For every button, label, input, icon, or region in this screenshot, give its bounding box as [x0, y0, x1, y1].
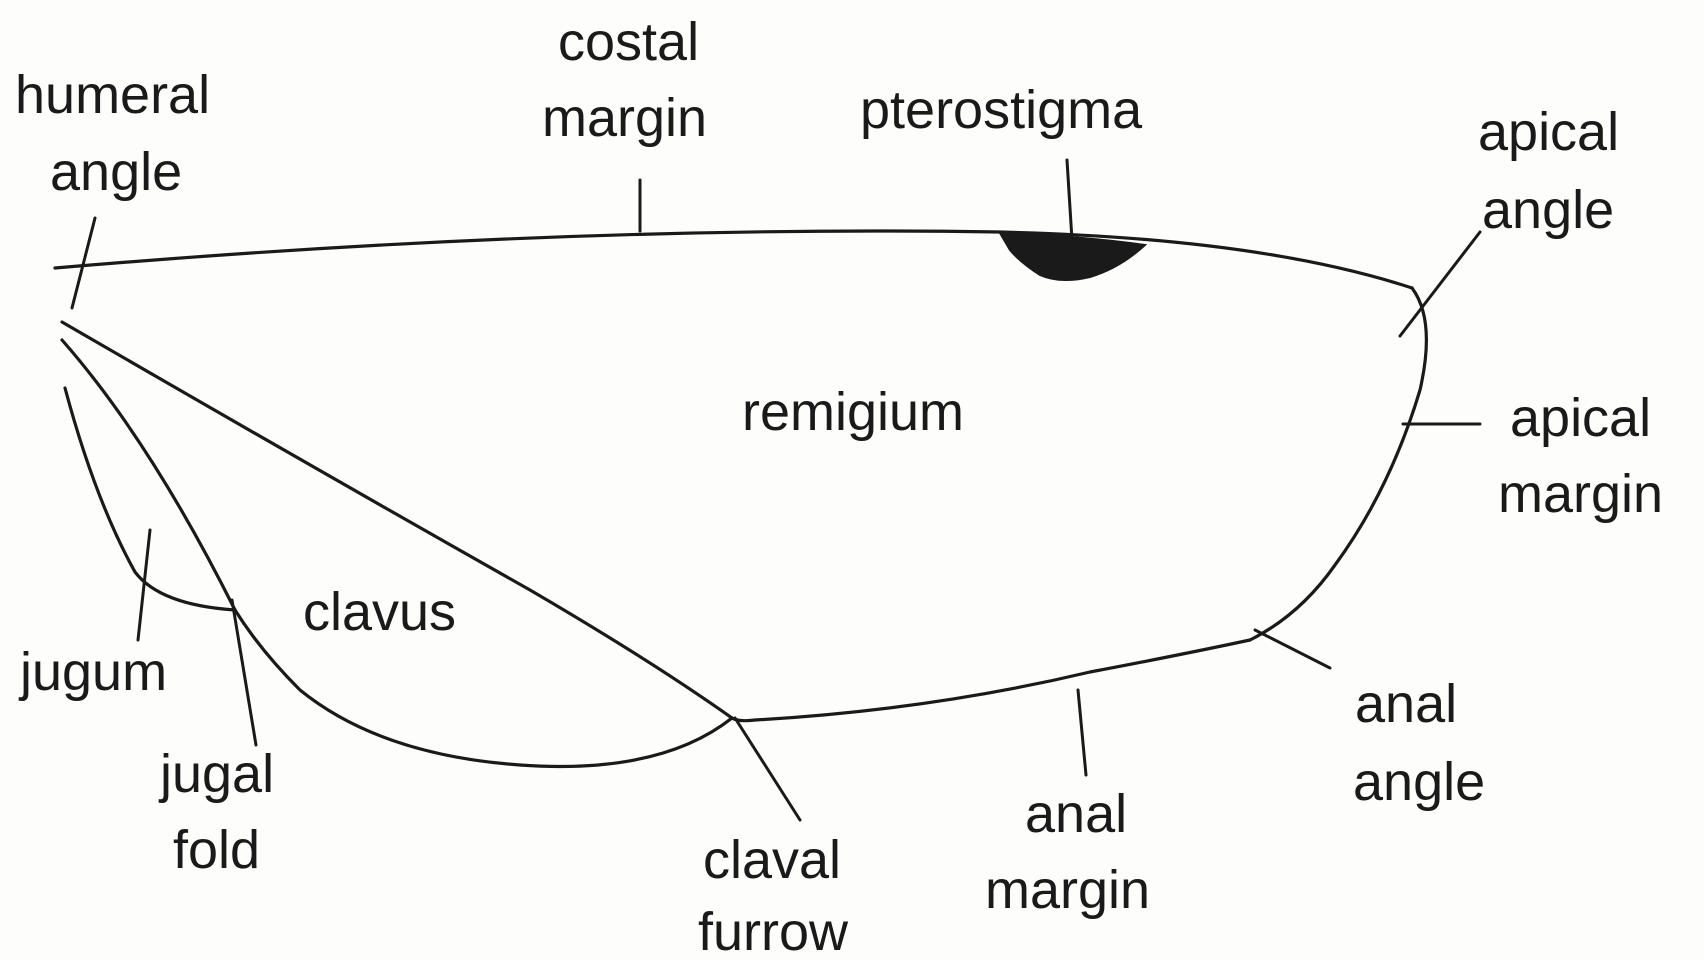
costal-margin-line — [55, 231, 1412, 288]
wing-outline — [55, 231, 1426, 766]
label-anal-margin: anal margin — [985, 784, 1150, 920]
pterostigma-leader — [1067, 160, 1072, 240]
label-claval-furrow: claval furrow — [698, 830, 856, 960]
apical-margin-line — [1250, 288, 1426, 640]
anal-angle-leader — [1255, 630, 1330, 668]
label-apical-margin: apical margin — [1498, 388, 1666, 524]
apical-angle-leader — [1400, 232, 1480, 336]
label-anal-angle: anal angle — [1353, 674, 1485, 812]
anal-margin-line — [732, 640, 1250, 721]
label-remigium: remigium — [742, 382, 964, 442]
claval-furrow-leader — [735, 718, 800, 820]
label-jugum: jugum — [18, 642, 167, 702]
label-pterostigma: pterostigma — [860, 80, 1143, 140]
humeral-angle-leader — [72, 218, 95, 308]
jugal-fold-line — [62, 340, 235, 610]
leader-lines — [72, 160, 1480, 820]
label-humeral-angle: humeral angle — [15, 65, 225, 202]
label-jugal-fold: jugal fold — [158, 744, 289, 880]
label-costal-margin: costal margin — [542, 12, 714, 148]
labels: humeral angle costal margin pterostigma … — [15, 12, 1666, 960]
jugum-outline — [65, 388, 235, 610]
label-clavus: clavus — [303, 582, 456, 642]
anal-margin-leader — [1078, 690, 1086, 775]
label-apical-angle: apical angle — [1478, 102, 1634, 240]
